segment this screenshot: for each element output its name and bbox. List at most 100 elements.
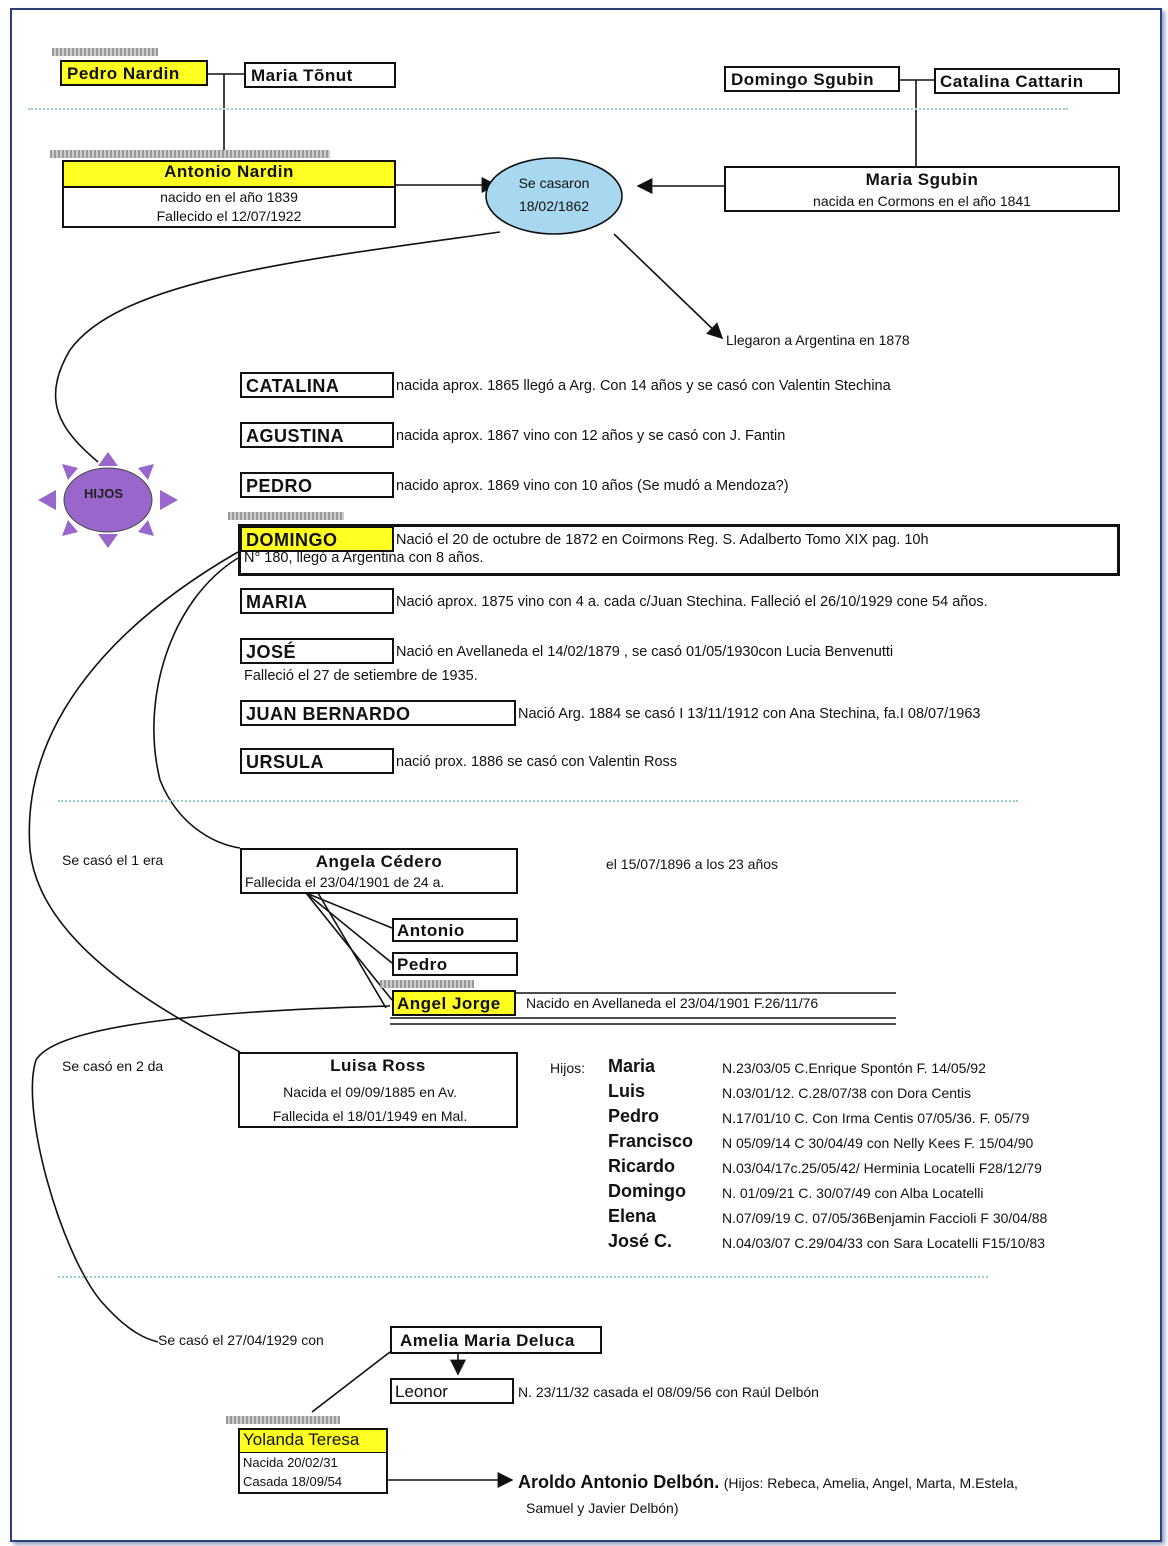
maria-sgubin-name: Maria Sgubin — [865, 170, 979, 189]
shade-decoration — [228, 512, 344, 520]
first-marriage-date: el 15/07/1896 a los 23 años — [606, 856, 779, 872]
second-child-name: Maria — [608, 1056, 656, 1076]
curve-to-hijos — [54, 231, 501, 463]
second-marriage-label: Se casó en 2 da — [62, 1058, 164, 1074]
antonio-child-name: Antonio — [397, 921, 465, 940]
arrow-arrival — [613, 233, 724, 340]
child-description-2: Falleció el 27 de setiembre de 1935. — [244, 668, 478, 684]
shade-decoration — [52, 48, 158, 56]
yolanda-teresa-box: Yolanda Teresa Nacida 20/02/31 Casada 18… — [238, 1428, 388, 1494]
child-name: JOSÉ — [246, 642, 297, 662]
child-description: nació prox. 1886 se casó con Valentin Ro… — [396, 754, 678, 770]
marriage-date: 18/02/1862 — [518, 198, 590, 214]
arrival-note: Llegaron a Argentina en 1878 — [726, 332, 910, 348]
angel-jorge-text: Nacido en Avellaneda el 23/04/1901 F.26/… — [526, 995, 819, 1011]
second-child-text: N.07/09/19 C. 07/05/36Benjamin Faccioli … — [722, 1210, 1048, 1226]
child-name: AGUSTINA — [246, 426, 344, 446]
third-marriage-label: Se casó el 27/04/1929 con — [158, 1332, 324, 1348]
maria-tonut-box: Maria Tõnut — [244, 62, 396, 88]
domingo-sgubin-box: Domingo Sgubin — [724, 66, 900, 92]
luisa-ross-box: Luisa Ross Nacida el 09/09/1885 en Av. F… — [238, 1052, 518, 1128]
luisa-ross-born: Nacida el 09/09/1885 en Av. — [283, 1084, 457, 1100]
child-description-2: N° 180, llegó a Argentina con 8 años. — [244, 550, 484, 566]
antonio-nardin-name: Antonio Nardin — [164, 162, 294, 181]
curve-angel-amelia — [31, 1005, 391, 1343]
second-child-name: José C. — [608, 1231, 673, 1251]
leonor-box: Leonor — [390, 1378, 514, 1404]
child-box: AGUSTINA — [240, 422, 394, 448]
second-child-text: N.23/03/05 C.Enrique Spontón F. 14/05/92 — [722, 1060, 986, 1076]
second-child-text: N 05/09/14 C 30/04/49 con Nelly Kees F. … — [722, 1135, 1034, 1151]
first-marriage-label: Se casó el 1 era — [62, 852, 164, 868]
pedro-child-name: Pedro — [397, 955, 448, 974]
child-box: MARIA — [240, 588, 394, 614]
line-angela-antonio — [305, 892, 393, 929]
yolanda-teresa-name: Yolanda Teresa — [243, 1430, 360, 1449]
child-description: Nació en Avellaneda el 14/02/1879 , se c… — [396, 644, 894, 660]
child-name: CATALINA — [246, 376, 340, 396]
luisa-ross-name: Luisa Ross — [330, 1056, 426, 1075]
child-name: MARIA — [246, 592, 308, 612]
yolanda-born: Nacida 20/02/31 — [243, 1455, 338, 1470]
pedro-nardin-name: Pedro Nardin — [67, 64, 180, 83]
domingo-sgubin-name: Domingo Sgubin — [731, 70, 874, 89]
catalina-cattarin-name: Catalina Cattarin — [940, 72, 1084, 91]
antonio-born: nacido en el año 1839 — [160, 189, 298, 205]
curve-domingo-luisa — [28, 551, 241, 1053]
second-child-text: N.04/03/07 C.29/04/33 con Sara Locatelli… — [722, 1235, 1045, 1251]
leonor-name: Leonor — [395, 1382, 448, 1401]
angel-jorge-box: Angel Jorge — [392, 990, 516, 1016]
second-child-text: N. 01/09/21 C. 30/07/49 con Alba Locatel… — [722, 1185, 984, 1201]
luisa-ross-died: Fallecida el 18/01/1949 en Mal. — [272, 1108, 468, 1124]
angela-cedero-died: Fallecida el 23/04/1901 de 24 a. — [245, 874, 445, 890]
child-description: Nació aprox. 1875 vino con 4 a. cada c/J… — [396, 594, 988, 610]
child-name: DOMINGO — [246, 530, 338, 550]
maria-sgubin-born: nacida en Cormons en el año 1841 — [813, 193, 1031, 209]
aroldo-delbon-name: Aroldo Antonio Delbón. — [518, 1472, 720, 1492]
antonio-nardin-header: Antonio Nardin — [64, 162, 394, 188]
yolanda-teresa-header: Yolanda Teresa — [240, 1430, 386, 1453]
child-box: CATALINA — [240, 372, 394, 398]
second-child-text: N.03/01/12. C.28/07/38 con Dora Centis — [722, 1085, 972, 1101]
child-box: PEDRO — [240, 472, 394, 498]
child-box: DOMINGO — [240, 526, 394, 552]
second-child-name: Elena — [608, 1206, 657, 1226]
line-angela-angel-2 — [317, 892, 387, 1009]
second-child-text: N.17/01/10 C. Con Irma Centis 07/05/36. … — [722, 1110, 1030, 1126]
aroldo-children: (Hijos: Rebeca, Amelia, Angel, Marta, M.… — [723, 1475, 1018, 1491]
line-angela-pedro — [305, 892, 393, 964]
child-name: URSULA — [246, 752, 324, 772]
separator-1 — [28, 108, 1068, 110]
antonio-child-box: Antonio — [392, 918, 518, 942]
separator-3 — [58, 1276, 988, 1278]
marriage-label: Se casaron — [518, 175, 590, 191]
child-box: JOSÉ — [240, 638, 394, 664]
antonio-nardin-box: Antonio Nardin nacido en el año 1839 Fal… — [62, 160, 396, 228]
child-name: JUAN BERNARDO — [246, 704, 411, 724]
angela-cedero-name: Angela Cédero — [315, 852, 443, 871]
second-child-name: Domingo — [608, 1181, 686, 1201]
aroldo-children-2: Samuel y Javier Delbón) — [526, 1500, 679, 1516]
maria-sgubin-box: Maria Sgubin nacida en Cormons en el año… — [724, 166, 1120, 212]
child-name: PEDRO — [246, 476, 313, 496]
angel-jorge-name: Angel Jorge — [397, 994, 501, 1013]
child-description: nacida aprox. 1865 llegó a Arg. Con 14 a… — [396, 378, 891, 394]
child-description: Nació el 20 de octubre de 1872 en Coirmo… — [396, 532, 929, 548]
pedro-nardin-box: Pedro Nardin — [60, 60, 208, 86]
marriage-ellipse — [485, 157, 623, 235]
second-child-name: Ricardo — [608, 1156, 676, 1176]
yolanda-married: Casada 18/09/54 — [243, 1474, 343, 1489]
shade-decoration — [50, 150, 330, 158]
second-child-name: Pedro — [608, 1106, 660, 1126]
shade-decoration — [226, 1416, 340, 1424]
second-child-name: Francisco — [608, 1131, 694, 1151]
antonio-died: Fallecido el 12/07/1922 — [156, 208, 302, 224]
child-description: nacido aprox. 1869 vino con 10 años (Se … — [396, 478, 789, 494]
second-hijos-label: Hijos: — [550, 1060, 586, 1076]
maria-tonut-name: Maria Tõnut — [251, 66, 353, 85]
child-description: Nació Arg. 1884 se casó I 13/11/1912 con… — [518, 706, 981, 722]
line-amelia-yolanda — [311, 1351, 391, 1413]
page-frame — [10, 8, 1162, 1542]
child-description: nacida aprox. 1867 vino con 12 años y se… — [396, 428, 786, 444]
